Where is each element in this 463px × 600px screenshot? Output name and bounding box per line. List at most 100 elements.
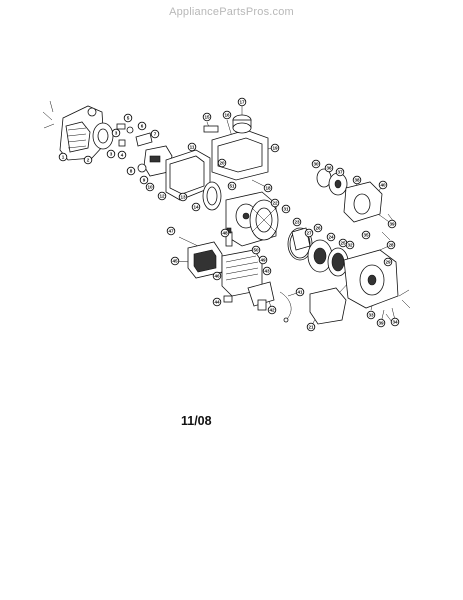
callout-37: 37 bbox=[335, 167, 345, 177]
callout-20: 20 bbox=[217, 158, 227, 168]
svg-text:34: 34 bbox=[392, 320, 398, 325]
callout-24: 24 bbox=[326, 232, 336, 242]
callout-30: 30 bbox=[311, 159, 321, 169]
svg-text:32: 32 bbox=[347, 243, 353, 248]
fuel-line bbox=[279, 291, 292, 323]
callout-29: 29 bbox=[383, 257, 393, 267]
callout-49: 49 bbox=[258, 255, 268, 265]
callout-39: 39 bbox=[376, 318, 386, 328]
svg-text:24: 24 bbox=[328, 235, 334, 240]
callout-46: 46 bbox=[212, 271, 222, 281]
callout-3: 3 bbox=[106, 149, 116, 159]
svg-text:50: 50 bbox=[253, 248, 259, 253]
svg-text:4: 4 bbox=[121, 153, 124, 158]
svg-text:47: 47 bbox=[168, 229, 174, 234]
callout-4: 4 bbox=[117, 150, 127, 160]
svg-text:46: 46 bbox=[214, 274, 220, 279]
callout-9: 9 bbox=[139, 175, 149, 185]
svg-text:3: 3 bbox=[110, 152, 113, 157]
svg-text:13: 13 bbox=[180, 195, 186, 200]
callout-33: 33 bbox=[366, 310, 376, 320]
clutch-assembly bbox=[316, 168, 348, 196]
svg-text:39: 39 bbox=[389, 222, 395, 227]
svg-text:33: 33 bbox=[368, 313, 374, 318]
svg-text:44: 44 bbox=[214, 300, 220, 305]
svg-text:10: 10 bbox=[147, 185, 153, 190]
cylinder bbox=[221, 249, 263, 297]
svg-text:38: 38 bbox=[354, 178, 360, 183]
svg-text:11: 11 bbox=[190, 145, 195, 150]
air-filter-element bbox=[202, 181, 222, 211]
clips-and-washers bbox=[116, 123, 153, 147]
bolt-44 bbox=[223, 295, 233, 303]
svg-text:2: 2 bbox=[87, 158, 90, 163]
callout-5: 5 bbox=[123, 113, 133, 123]
callout-18: 18 bbox=[263, 183, 273, 193]
watermark-text: AppliancePartsPros.com bbox=[169, 6, 294, 18]
callout-44: 44 bbox=[212, 297, 222, 307]
callout-43: 43 bbox=[262, 266, 272, 276]
flywheel bbox=[249, 199, 279, 241]
svg-text:25: 25 bbox=[340, 241, 346, 246]
svg-text:12: 12 bbox=[159, 194, 165, 199]
callout-16: 16 bbox=[222, 110, 232, 120]
callout-32: 32 bbox=[345, 240, 355, 250]
svg-text:9: 9 bbox=[143, 178, 146, 183]
callout-23: 23 bbox=[292, 217, 302, 227]
callout-8: 8 bbox=[126, 166, 136, 176]
svg-text:26: 26 bbox=[315, 226, 321, 231]
callout-28: 28 bbox=[386, 240, 396, 250]
callout-51: 51 bbox=[227, 181, 237, 191]
date-code: 11/08 bbox=[181, 414, 212, 428]
callout-12: 12 bbox=[157, 191, 167, 201]
air-filter-box bbox=[165, 149, 211, 201]
ignition-coil bbox=[247, 281, 275, 311]
callout-2: 2 bbox=[83, 155, 93, 165]
callout-42: 42 bbox=[267, 305, 277, 315]
muffler bbox=[187, 241, 223, 279]
svg-text:16: 16 bbox=[224, 113, 230, 118]
svg-text:35: 35 bbox=[363, 233, 369, 238]
callout-1: 1 bbox=[58, 152, 68, 162]
callout-45: 45 bbox=[170, 256, 180, 266]
svg-text:51: 51 bbox=[229, 184, 235, 189]
svg-text:37: 37 bbox=[337, 170, 343, 175]
callout-19: 19 bbox=[270, 143, 280, 153]
fuel-filter bbox=[203, 125, 219, 133]
svg-text:42: 42 bbox=[269, 308, 275, 313]
callout-21: 21 bbox=[306, 322, 316, 332]
callout-3: 3 bbox=[111, 128, 121, 138]
fuel-tank bbox=[211, 129, 269, 181]
callout-41: 41 bbox=[295, 287, 305, 297]
callout-48: 48 bbox=[220, 228, 230, 238]
fuel-cap bbox=[232, 114, 252, 134]
carburetor bbox=[137, 145, 173, 177]
svg-text:23: 23 bbox=[294, 220, 300, 225]
recoil-ring bbox=[92, 122, 114, 150]
svg-text:3: 3 bbox=[115, 131, 118, 136]
callout-26: 26 bbox=[313, 223, 323, 233]
callout-10: 10 bbox=[145, 182, 155, 192]
callout-22: 22 bbox=[270, 198, 280, 208]
svg-text:48: 48 bbox=[222, 231, 228, 236]
callout-15: 15 bbox=[202, 112, 212, 122]
callout-39: 39 bbox=[387, 219, 397, 229]
starter-pulley bbox=[307, 239, 349, 277]
svg-text:17: 17 bbox=[239, 100, 245, 105]
svg-text:31: 31 bbox=[283, 207, 289, 212]
svg-text:45: 45 bbox=[172, 259, 178, 264]
engine-housing bbox=[343, 249, 399, 309]
callout-40: 40 bbox=[378, 180, 388, 190]
callout-11: 11 bbox=[187, 142, 197, 152]
svg-text:21: 21 bbox=[308, 325, 314, 330]
svg-text:49: 49 bbox=[260, 258, 266, 263]
svg-text:7: 7 bbox=[154, 132, 157, 137]
callout-50: 50 bbox=[251, 245, 261, 255]
svg-text:5: 5 bbox=[127, 116, 130, 121]
callout-7: 7 bbox=[150, 129, 160, 139]
callout-38: 38 bbox=[352, 175, 362, 185]
clutch-drum-housing bbox=[343, 181, 383, 223]
svg-text:30: 30 bbox=[313, 162, 319, 167]
svg-text:27: 27 bbox=[306, 231, 312, 236]
svg-text:14: 14 bbox=[193, 205, 199, 210]
